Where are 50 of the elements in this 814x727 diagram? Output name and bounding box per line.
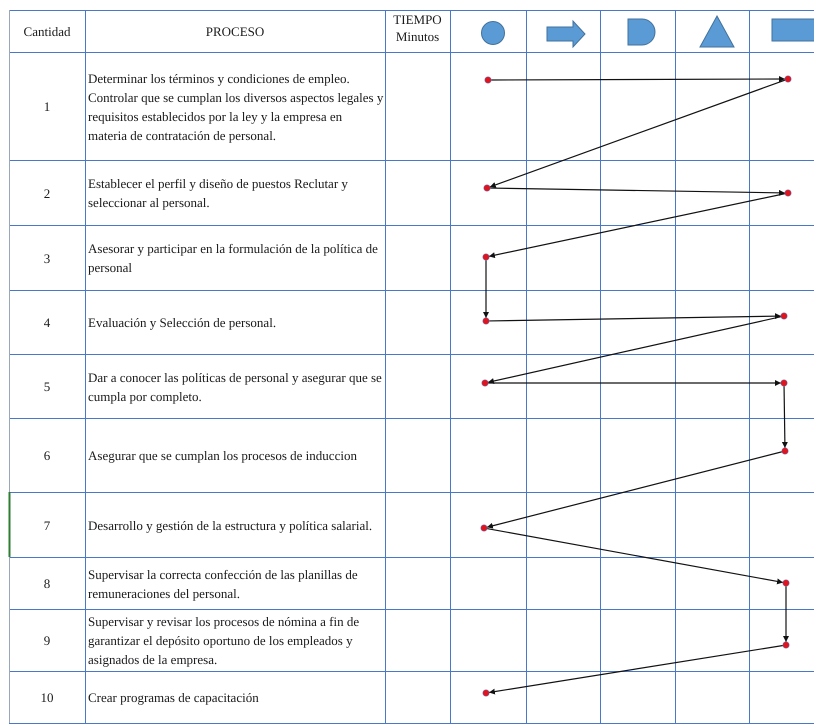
process-description: Establecer el perfil y diseño de puestos Reclutar y seleccionar al personal. — [88, 175, 349, 212]
column-header: TIEMPO Minutos — [392, 11, 443, 46]
column-header: PROCESO — [204, 23, 266, 41]
arrow — [486, 528, 784, 584]
row-number: 7 — [42, 516, 52, 534]
row-number: 2 — [42, 184, 52, 202]
process-description: Desarrollo y gestión de la estructura y política salarial. — [88, 516, 374, 535]
arrow — [782, 386, 788, 448]
point-marker — [782, 448, 788, 454]
point-marker — [785, 190, 791, 196]
row-number: 4 — [42, 314, 52, 332]
point-marker — [483, 318, 489, 324]
row-number: 9 — [42, 632, 52, 650]
process-description: Evaluación y Selección de personal. — [88, 314, 278, 332]
point-marker — [483, 254, 489, 260]
process-description: Determinar los términos y condiciones de empleo. Controlar que se cumplan los diversos aspectos legales y requisitos establecidos por la ley y la empresa en materia de contratación de personal. — [88, 70, 384, 145]
point-marker — [483, 690, 489, 696]
arrow — [491, 76, 785, 82]
point-marker — [484, 185, 490, 191]
point-marker — [785, 76, 791, 82]
column-header: Cantidad — [22, 23, 72, 41]
arrow — [488, 316, 782, 384]
row-number: 5 — [42, 378, 52, 396]
point-marker — [783, 580, 789, 586]
arrow — [490, 79, 786, 188]
process-description: Dar a conocer las políticas de personal y asegurar que se cumpla por completo. — [88, 368, 383, 406]
row-number: 1 — [42, 98, 52, 116]
arrow — [483, 260, 489, 318]
arrow — [783, 586, 789, 642]
point-marker — [781, 313, 787, 319]
row-number: 8 — [42, 575, 52, 593]
row-number: 6 — [42, 447, 52, 465]
arrow — [488, 644, 784, 695]
point-marker — [781, 380, 787, 386]
arrow — [488, 193, 786, 258]
arrow — [486, 451, 782, 529]
arrow — [488, 380, 781, 386]
point-marker — [783, 642, 789, 648]
process-description: Asegurar que se cumplan los procesos de induccion — [88, 447, 358, 465]
process-description: Supervisar y revisar los procesos de nómina a fin de garantizar el depósito oportuno de los empleados y asignados de la empresa. — [88, 613, 360, 669]
point-marker — [485, 77, 491, 83]
process-description: Crear programas de capacitación — [88, 689, 260, 707]
arrow — [489, 313, 781, 322]
arrow — [490, 187, 785, 196]
process-description: Supervisar la correcta confección de las planillas de remuneraciones del personal. — [88, 566, 359, 603]
row-number: 10 — [40, 689, 54, 707]
point-marker — [481, 525, 487, 531]
row-number: 3 — [42, 250, 52, 268]
point-marker — [482, 380, 488, 386]
process-description: Asesorar y participar en la formulación de la política de personal — [88, 240, 379, 277]
